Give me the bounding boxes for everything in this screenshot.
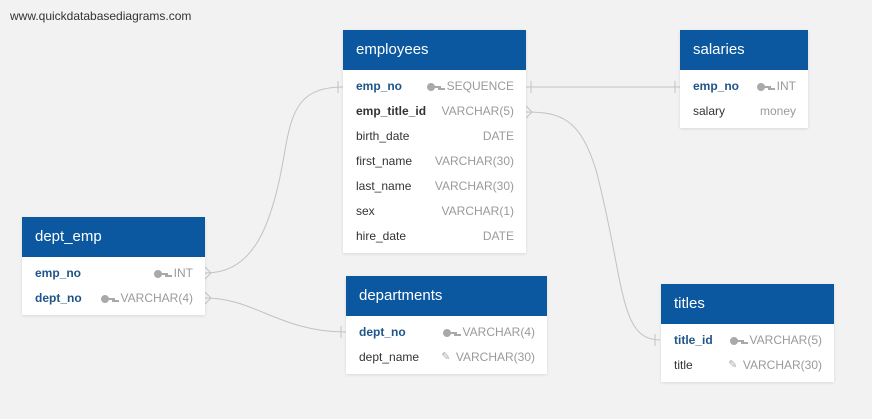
field-name: title_id [674, 333, 713, 347]
field-name: hire_date [356, 229, 407, 243]
field-row-last-name[interactable]: last_name VARCHAR(30) [343, 174, 526, 199]
table-fields: title_id VARCHAR(5) title ✎ VARCHAR(30) [661, 324, 834, 382]
field-row-first-name[interactable]: first_name VARCHAR(30) [343, 149, 526, 174]
table-departments[interactable]: departments dept_no VARCHAR(4) dept_name ✎ V… [346, 276, 547, 374]
field-type: VARCHAR(1) [442, 199, 514, 224]
field-name: emp_no [35, 266, 82, 280]
link-dept-emp-departments [204, 297, 347, 333]
field-type: VARCHAR(4) [442, 320, 535, 345]
field-type-label: VARCHAR(5) [749, 333, 822, 347]
field-type: VARCHAR(4) [100, 286, 193, 311]
table-fields: emp_no INT salary money [680, 70, 808, 128]
key-icon [100, 294, 115, 303]
field-row-dept-no[interactable]: dept_no VARCHAR(4) [22, 286, 205, 311]
field-type-label: INT [776, 79, 796, 93]
field-type: money [760, 99, 796, 124]
field-type: VARCHAR(30) [435, 149, 514, 174]
field-name: title [674, 358, 693, 372]
field-name: emp_no [356, 79, 403, 93]
field-row-salary[interactable]: salary money [680, 99, 808, 124]
field-row-emp-title-id[interactable]: emp_title_id VARCHAR(5) [343, 99, 526, 124]
key-icon [756, 82, 771, 91]
field-name: dept_no [359, 325, 406, 339]
field-type: VARCHAR(5) [729, 328, 822, 353]
field-type-label: DATE [482, 229, 514, 243]
field-row-dept-no[interactable]: dept_no VARCHAR(4) [346, 320, 547, 345]
field-name: first_name [356, 154, 413, 168]
link-end-mark [525, 105, 533, 113]
link-end-mark [204, 266, 212, 274]
field-type: VARCHAR(30) [435, 174, 514, 199]
table-salaries[interactable]: salaries emp_no INT salary money [680, 30, 808, 128]
table-header[interactable]: salaries [680, 30, 808, 70]
field-row-emp-no[interactable]: emp_no INT [680, 74, 808, 99]
field-type-label: VARCHAR(1) [441, 204, 514, 218]
field-row-birth-date[interactable]: birth_date DATE [343, 124, 526, 149]
field-row-emp-no[interactable]: emp_no INT [22, 261, 205, 286]
wrench-icon: ✎ [441, 351, 451, 364]
field-type: INT [756, 74, 796, 99]
field-type: INT [153, 261, 193, 286]
field-name: salary [693, 104, 726, 118]
watermark: www.quickdatabasediagrams.com [10, 9, 192, 23]
field-type-label: VARCHAR(30) [434, 179, 514, 193]
key-icon [729, 336, 744, 345]
table-header[interactable]: titles [661, 284, 834, 324]
table-fields: dept_no VARCHAR(4) dept_name ✎ VARCHAR(30) [346, 316, 547, 374]
table-fields: emp_no INT dept_no VARCHAR(4) [22, 257, 205, 315]
table-fields: emp_no SEQUENCE emp_title_id VARCHAR(5) birt… [343, 70, 526, 253]
field-type: ✎ VARCHAR(30) [727, 353, 822, 378]
field-name: emp_no [693, 79, 740, 93]
field-name: dept_name [359, 350, 420, 364]
field-type-label: VARCHAR(5) [441, 104, 514, 118]
table-header[interactable]: departments [346, 276, 547, 316]
field-type-label: VARCHAR(4) [462, 325, 535, 339]
field-type-label: VARCHAR(30) [434, 154, 514, 168]
table-titles[interactable]: titles title_id VARCHAR(5) title ✎ VARCHAR(3… [661, 284, 834, 382]
field-name: emp_title_id [356, 104, 427, 118]
table-dept-emp[interactable]: dept_emp emp_no INT dept_no VARCHAR(4) [22, 217, 205, 315]
key-icon [153, 269, 168, 278]
field-type-label: SEQUENCE [446, 79, 514, 93]
link-employees-dept-emp [204, 86, 344, 274]
field-row-hire-date[interactable]: hire_date DATE [343, 224, 526, 249]
field-type-label: VARCHAR(30) [455, 350, 535, 364]
key-icon [442, 328, 457, 337]
field-type-label: INT [173, 266, 193, 280]
field-type: ✎ VARCHAR(30) [440, 345, 535, 370]
field-type: SEQUENCE [426, 74, 514, 99]
field-type-label: VARCHAR(4) [120, 291, 193, 305]
table-header[interactable]: dept_emp [22, 217, 205, 257]
field-type-label: money [759, 104, 796, 118]
link-end-mark [204, 297, 212, 305]
field-name: birth_date [356, 129, 410, 143]
field-name: last_name [356, 179, 412, 193]
key-icon [426, 82, 441, 91]
field-type: DATE [483, 224, 514, 249]
field-name: dept_no [35, 291, 82, 305]
field-type: VARCHAR(5) [442, 99, 514, 124]
field-row-title-id[interactable]: title_id VARCHAR(5) [661, 328, 834, 353]
wrench-icon: ✎ [728, 359, 738, 372]
link-end-mark [204, 291, 212, 299]
link-end-mark [525, 111, 533, 119]
field-name: sex [356, 204, 375, 218]
table-header[interactable]: employees [343, 30, 526, 70]
field-type: DATE [483, 124, 514, 149]
field-row-sex[interactable]: sex VARCHAR(1) [343, 199, 526, 224]
field-row-title[interactable]: title ✎ VARCHAR(30) [661, 353, 834, 378]
field-row-dept-name[interactable]: dept_name ✎ VARCHAR(30) [346, 345, 547, 370]
link-end-mark [204, 272, 212, 280]
field-type-label: VARCHAR(30) [742, 358, 822, 372]
field-row-emp-no[interactable]: emp_no SEQUENCE [343, 74, 526, 99]
field-type-label: DATE [482, 129, 514, 143]
